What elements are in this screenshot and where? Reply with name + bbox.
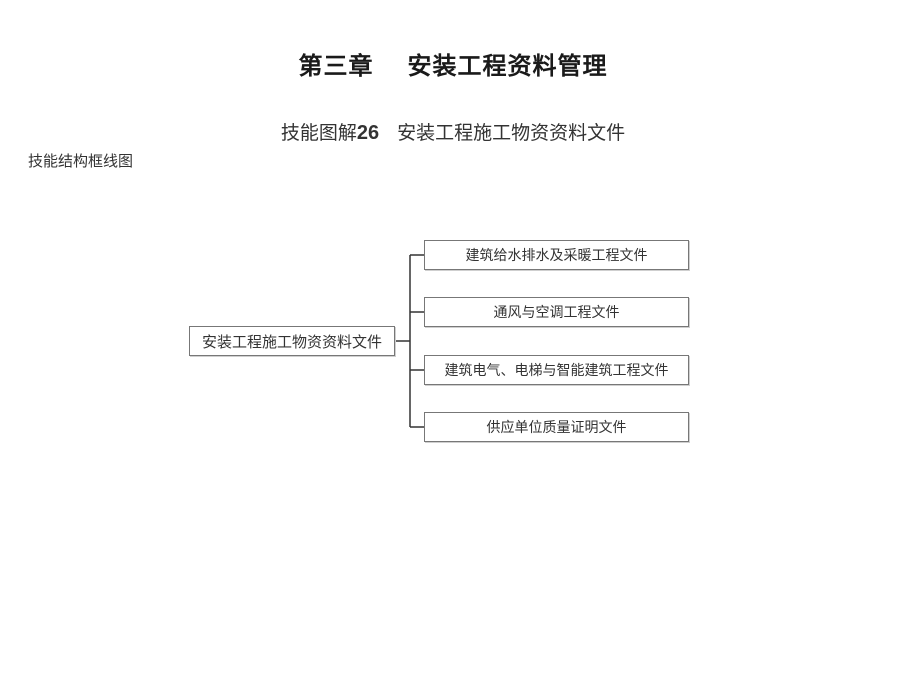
section-label: 技能结构框线图 (28, 152, 134, 170)
chapter-number: 第三章 (298, 52, 374, 80)
subtitle-title: 安装工程施工物资资料文件 (397, 122, 626, 144)
diagram-child-node: 建筑给水排水及采暖工程文件 (424, 240, 689, 270)
chapter-title: 安装工程资料管理 (407, 52, 608, 80)
subtitle-prefix: 技能图解 (280, 122, 357, 144)
diagram-child-node: 供应单位质量证明文件 (424, 412, 689, 442)
diagram-child-node: 建筑电气、电梯与智能建筑工程文件 (424, 355, 689, 385)
diagram-root-node: 安装工程施工物资资料文件 (189, 326, 395, 356)
section-subtitle: 技能图解26 安装工程施工物资资料文件 (0, 118, 906, 145)
diagram-child-node: 通风与空调工程文件 (424, 297, 689, 327)
subtitle-number: 26 (356, 122, 380, 144)
chapter-heading: 第三章 安装工程资料管理 (0, 46, 906, 81)
